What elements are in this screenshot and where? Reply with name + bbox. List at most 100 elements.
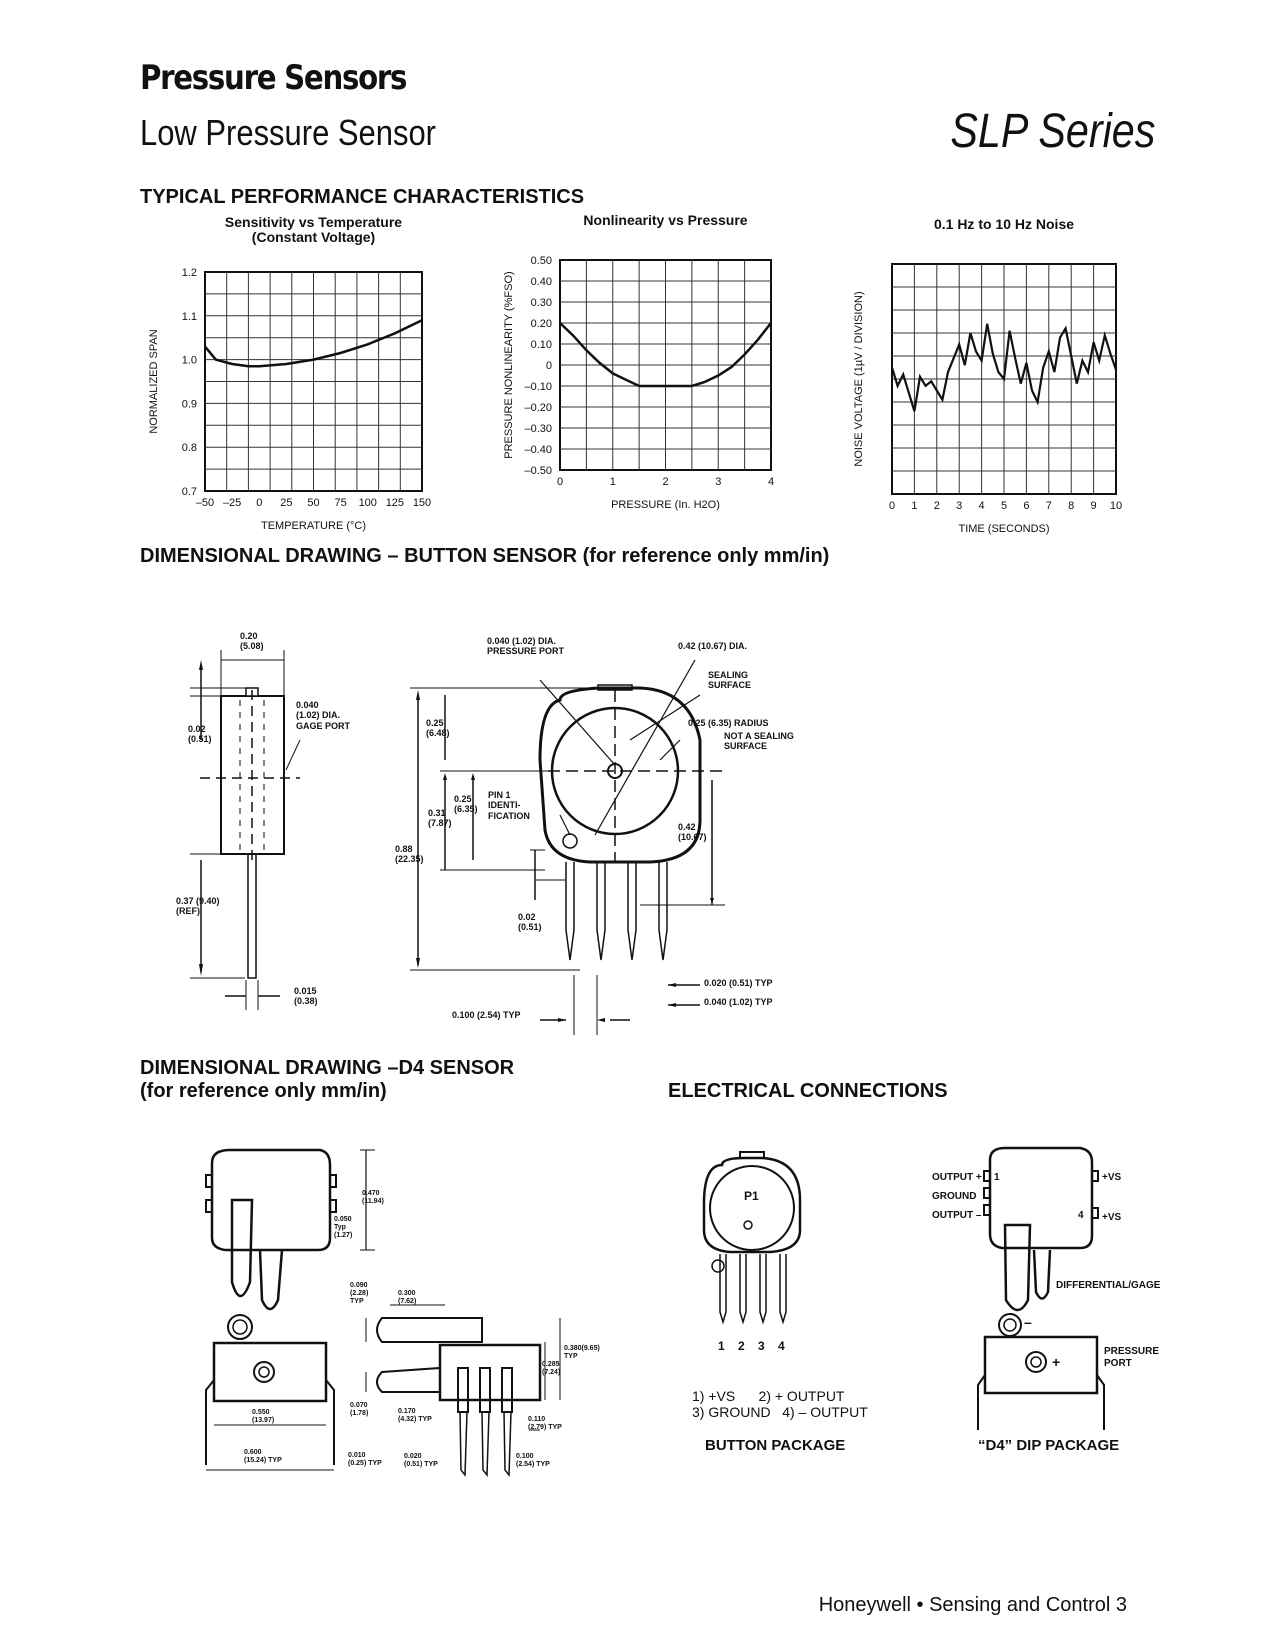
d4-pin-pitch-dim: 0.100 (2.54) TYP: [516, 1453, 550, 1469]
d4-port-gap-dim: 0.070 (1.78): [350, 1402, 369, 1418]
chart-2-xtick: 4: [768, 476, 774, 488]
document-title: Pressure Sensors: [140, 58, 407, 98]
chart-2-ytick: 0: [546, 360, 552, 372]
chart-1-title: Sensitivity vs Temperature: [225, 214, 402, 230]
chart-3-series-line: [890, 323, 1118, 412]
section-button-drawing: DIMENSIONAL DRAWING – BUTTON SENSOR (for…: [140, 545, 830, 567]
chart-3-xlabel: TIME (SECONDS): [958, 523, 1049, 535]
section-d4-drawing-sub: (for reference only mm/in): [140, 1080, 387, 1102]
chart-1-xtick: 50: [307, 497, 319, 509]
chart-1-ytick: 1.0: [182, 355, 197, 367]
chart-1-xtick: 125: [386, 497, 404, 509]
chart-3-xtick: 8: [1068, 500, 1074, 512]
d4-port-length-dim: 0.300 (7.62): [398, 1290, 417, 1306]
pin-width-dim: 0.020 (0.51) TYP: [704, 978, 773, 988]
elec-d4-output-minus: OUTPUT –: [932, 1210, 982, 1221]
chart-3-xtick: 5: [1001, 500, 1007, 512]
chart-1-subtitle: (Constant Voltage): [252, 229, 375, 245]
dia-label: 0.42 (10.67) DIA.: [678, 641, 748, 651]
top-height-dim: 0.25 (6.48): [426, 718, 450, 739]
chart-2-title: Nonlinearity vs Pressure: [583, 212, 747, 228]
chart-2-ylabel: PRESSURE NONLINEARITY (%FSO): [503, 271, 515, 458]
chart-2-xlabel: PRESSURE (In. H2O): [611, 499, 720, 511]
elec-d4-pin1: 1: [994, 1172, 1000, 1183]
chart-2-ytick: –0.10: [524, 381, 552, 393]
body-height-dim: 0.31 (7.87): [428, 808, 452, 829]
elec-pin-4: 4: [778, 1339, 785, 1353]
chart-1-xtick: –50: [196, 497, 214, 509]
lead-thickness-dim: 0.015 (0.38): [294, 986, 318, 1007]
elec-p1-label: P1: [744, 1189, 759, 1203]
chart-3-xtick: 2: [934, 500, 940, 512]
d4-pin-len-dim: 0.170 (4.32) TYP: [398, 1408, 432, 1424]
button-side-body: [220, 695, 285, 855]
d4-overall-height-dim: 0.380(9.65) TYP: [564, 1345, 600, 1361]
chart-1-ytick: 1.1: [182, 311, 197, 323]
elec-legend-line2: 3) GROUND 4) – OUTPUT: [692, 1404, 868, 1420]
d4-front-body: [212, 1341, 328, 1403]
pin-offset-dim: 0.02 (0.51): [518, 912, 542, 933]
d4-package-label: “D4” DIP PACKAGE: [978, 1437, 1120, 1454]
lead-length-dim: 0.37 (9.40) (REF): [176, 896, 220, 917]
elec-d4-top-body: [988, 1146, 1094, 1250]
d4-port-dia-dim: 0.090 (2.28) TYP: [350, 1282, 369, 1306]
pin1-label: PIN 1 IDENTI- FICATION: [488, 790, 530, 821]
series-name: SLP Series: [950, 105, 1155, 158]
d4-lead-thk-dim: 0.010 (0.25) TYP: [348, 1452, 382, 1468]
section-performance: TYPICAL PERFORMANCE CHARACTERISTICS: [140, 186, 585, 208]
d4-top-height-dim: 0.470 (11.94): [362, 1190, 384, 1206]
chart-2-xtick: 3: [715, 476, 721, 488]
button-package-label: BUTTON PACKAGE: [705, 1437, 846, 1454]
chart-1-xtick: 75: [335, 497, 347, 509]
chart-1-xlabel: TEMPERATURE (°C): [261, 520, 366, 532]
chart-2-ytick: 0.30: [531, 297, 552, 309]
page-footer: Honeywell • Sensing and Control 3: [818, 1594, 1127, 1616]
elec-button-body: [702, 1156, 802, 1254]
chart-2-xtick: 0: [557, 476, 563, 488]
chart-2-ytick: 0.50: [531, 255, 552, 267]
elec-pin-2: 2: [738, 1339, 745, 1353]
chart-2-ytick: 0.20: [531, 318, 552, 330]
elec-d4-output-plus: OUTPUT +: [932, 1172, 982, 1183]
chart-2-xtick: 2: [662, 476, 668, 488]
sealing-surface-label: SEALING SURFACE: [708, 670, 752, 691]
chart-3-title: 0.1 Hz to 10 Hz Noise: [934, 216, 1074, 232]
chart-3-xtick: 3: [956, 500, 962, 512]
pressure-port-label: 0.040 (1.02) DIA. PRESSURE PORT: [487, 636, 565, 657]
not-sealing-label: NOT A SEALING SURFACE: [724, 731, 794, 752]
chart-1-xtick: 150: [413, 497, 431, 509]
chart-1-ytick: 0.7: [182, 486, 197, 498]
chart-2-ytick: –0.50: [524, 465, 552, 477]
total-height-dim: 0.88 (22.35): [395, 844, 424, 865]
side-width-dim: 0.20 (5.08): [240, 631, 264, 652]
d4-side-body: [438, 1343, 542, 1402]
elec-d4-ground: GROUND: [932, 1191, 977, 1202]
document-subtitle: Low Pressure Sensor: [140, 112, 436, 153]
chart-2-ytick: 0.10: [531, 339, 552, 351]
chart-1-ytick: 1.2: [182, 267, 197, 279]
section-d4-drawing: DIMENSIONAL DRAWING –D4 SENSOR: [140, 1057, 515, 1079]
chart-2-xtick: 1: [610, 476, 616, 488]
chart-1-ytick: 0.8: [182, 442, 197, 454]
radius-label: 0.25 (6.35) RADIUS: [688, 718, 769, 728]
chart-1-xtick: 0: [256, 497, 262, 509]
chart-1-ytick: 0.9: [182, 398, 197, 410]
elec-diff-gage: DIFFERENTIAL/GAGE: [1056, 1280, 1161, 1291]
elec-pin-3: 3: [758, 1339, 765, 1353]
d4-pin-height-dim: 0.110 (2.79) TYP: [528, 1416, 562, 1432]
elec-d4-pin4: 4: [1078, 1210, 1084, 1221]
elec-d4-vs-bottom: +VS: [1102, 1212, 1122, 1223]
gage-port-label: 0.040 (1.02) DIA. GAGE PORT: [296, 700, 351, 731]
chart-2-ytick: 0.40: [531, 276, 552, 288]
chart-1-xtick: –25: [223, 497, 241, 509]
d4-body-width-dim: 0.550 (13.97): [252, 1409, 275, 1425]
d4-lead-span-dim: 0.600 (15.24) TYP: [244, 1449, 282, 1465]
chart-1-series-line: [204, 319, 423, 368]
elec-pressure-port: PRESSURE PORT: [1104, 1346, 1160, 1369]
chart-2-ytick: –0.20: [524, 402, 552, 414]
elec-minus-sign: –: [1024, 1314, 1032, 1330]
lower-height-dim: 0.42 (10.67): [678, 822, 707, 843]
chart-3-xtick: 0: [889, 500, 895, 512]
chart-2-ytick: –0.40: [524, 444, 552, 456]
d4-tab-width-dim: 0.050 Typ (1.27): [334, 1216, 353, 1240]
